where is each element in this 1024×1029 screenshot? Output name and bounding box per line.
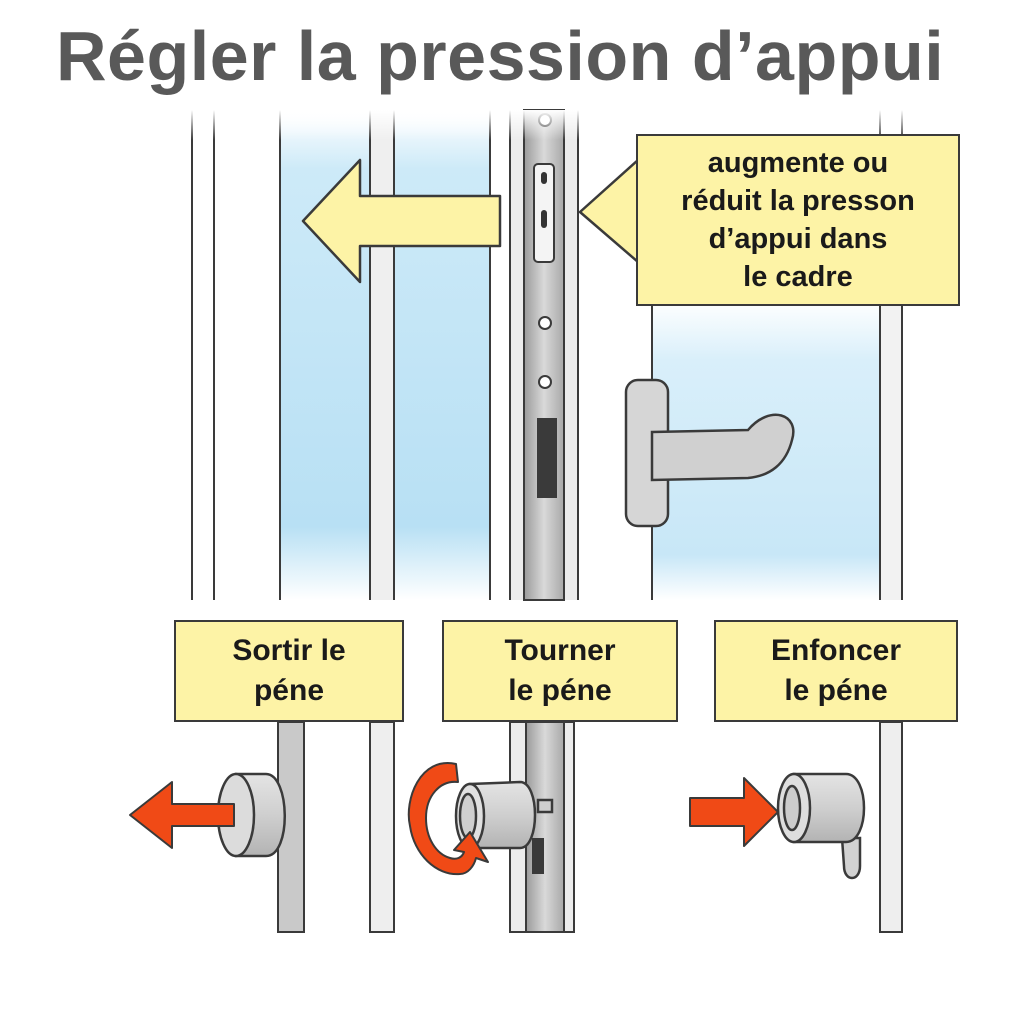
step-label-line: Tourner [504,634,616,667]
callout-pointer [578,158,640,264]
step-label-line: Enfoncer [770,634,902,667]
page-title: Régler la pression d’appui [56,17,945,95]
lower-slot [532,838,544,874]
orange-arrow-right-icon [689,777,779,847]
bolt-retracted [776,772,866,880]
callout-line: d’appui dans [708,223,888,255]
callout-line: réduit la presson [681,185,915,217]
window-handle [624,378,795,528]
lock-strip [511,109,577,601]
step-label-line: Sortir le [232,634,346,667]
callout-line: augmente ou [707,147,889,179]
callout-line: le cadre [743,261,853,293]
step-label-line: le péne [508,674,612,707]
lower-frame [277,721,903,933]
step-label-push-in: Enfoncer le péne [714,620,958,722]
orange-arrow-left-icon [129,781,235,849]
step-label-rotate: Tourner le péne [442,620,678,722]
rotate-arrow-icon [407,762,489,876]
pressure-callout: augmente ou réduit la presson d’appui da… [636,134,960,306]
sash-bar [371,110,393,600]
step-label-line: le péne [784,674,888,707]
frame-left [214,110,280,600]
step-label-line: péne [253,674,325,707]
bolt-extended [216,772,286,858]
step-label-pull-out: Sortir le péne [174,620,404,722]
yellow-arrow-left-icon [301,158,502,284]
